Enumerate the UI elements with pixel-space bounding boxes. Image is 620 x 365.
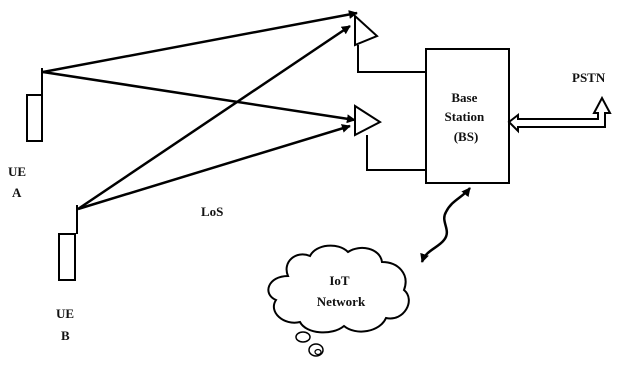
ue-b-label: UE B [56, 306, 77, 343]
link-ue-a-to-antenna-top [42, 10, 358, 74]
pstn-label: PSTN [572, 70, 606, 85]
iot-network-cloud [267, 244, 410, 334]
cloud-bubble-small [314, 348, 322, 356]
link-ue-b-to-antenna-bottom [77, 124, 351, 211]
cloud-bubble-large [295, 331, 311, 343]
iot-wireless-link [420, 187, 471, 263]
bs-antenna-top [354, 13, 379, 47]
feeder-top [357, 45, 426, 73]
link-ue-b-to-antenna-top [77, 24, 351, 211]
pstn-link-arrow [507, 95, 612, 134]
base-station-label: Base Station (BS) [445, 90, 488, 144]
link-ue-a-to-antenna-bottom [42, 70, 356, 124]
ue-a-device [26, 94, 43, 142]
los-label: LoS [201, 204, 223, 219]
bs-antenna-bottom [354, 104, 382, 137]
base-station-box [425, 48, 510, 184]
feeder-bottom [366, 135, 426, 171]
iot-network-label: IoT Network [317, 273, 366, 309]
ue-a-label: UE A [8, 164, 29, 200]
ue-b-device [58, 233, 76, 281]
